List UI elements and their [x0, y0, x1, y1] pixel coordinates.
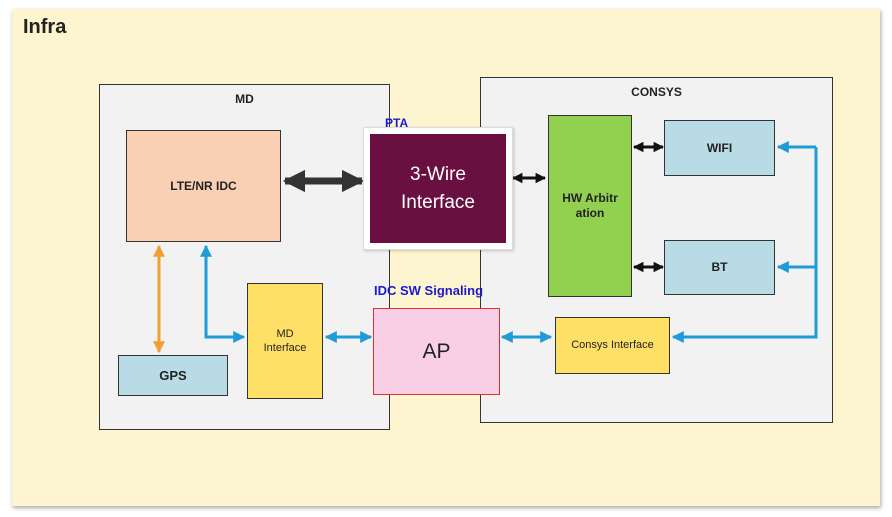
lte-to-md-interface-arrow [200, 244, 246, 343]
pta-label: PTA [385, 116, 409, 130]
consys-region-label: CONSYS [631, 85, 682, 99]
lte-nr-idc-block: LTE/NR IDC [126, 130, 281, 242]
ap-block: AP [373, 308, 500, 395]
bt-block: BT [664, 240, 775, 295]
infra-title: Infra [23, 16, 67, 38]
consys-interface-bus-line [671, 147, 818, 343]
wifi-block: WIFI [664, 120, 775, 176]
md-interface-block: MD Interface [247, 283, 323, 399]
three-wire-interface-block: 3-Wire Interface [370, 134, 506, 243]
consys-interface-block: Consys Interface [555, 317, 670, 374]
md-region-label: MD [235, 92, 254, 106]
hw-arbitration-block: HW Arbitration [548, 115, 632, 297]
gps-block: GPS [118, 355, 228, 396]
idc-sw-signaling-label: IDC SW Signaling [374, 283, 484, 298]
